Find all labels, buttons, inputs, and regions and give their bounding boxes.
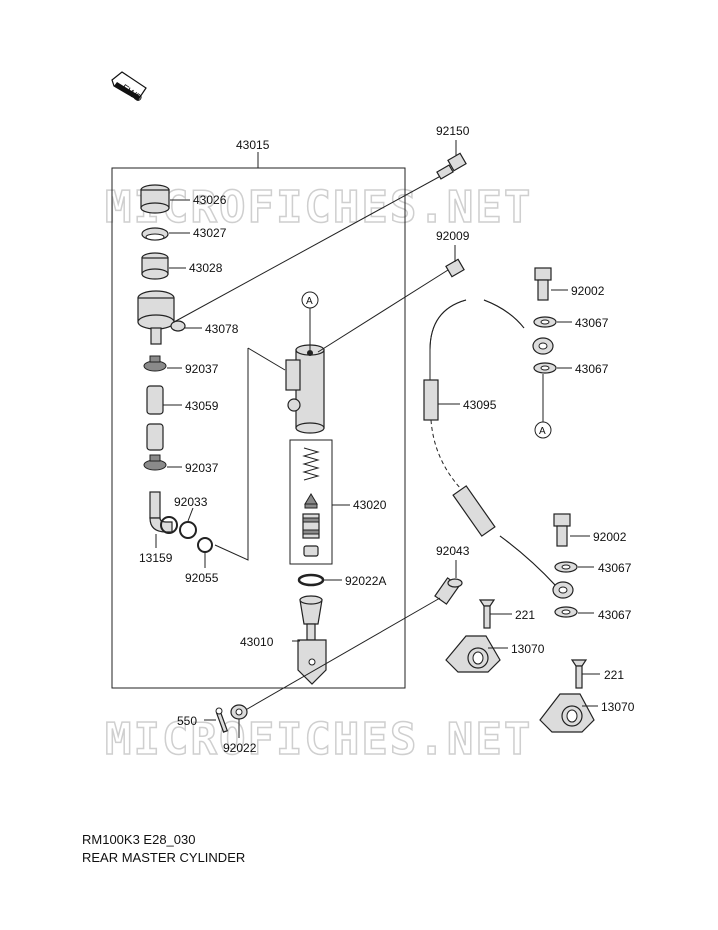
screw-221-bottom	[570, 659, 588, 689]
leader-cylinder-92009	[317, 269, 449, 353]
washer-43067-c	[554, 561, 578, 573]
label-92055: 92055	[185, 571, 219, 585]
label-43028: 43028	[189, 261, 223, 275]
label-43020: 43020	[353, 498, 387, 512]
banjo-top	[532, 337, 554, 355]
label-550: 550	[177, 714, 197, 728]
label-92022A: 92022A	[345, 574, 386, 588]
label-92150: 92150	[436, 124, 470, 138]
label-13159: 13159	[139, 551, 173, 565]
callout-a-hose-label: A	[539, 426, 546, 437]
label-13070-top: 13070	[511, 642, 545, 656]
callout-a-cylinder-label: A	[306, 296, 313, 307]
label-43059: 43059	[185, 399, 219, 413]
piston-seal	[303, 545, 319, 557]
washer-92022	[230, 704, 248, 720]
label-92043: 92043	[436, 544, 470, 558]
piston-kit-box-43020	[289, 439, 333, 565]
label-221-top: 221	[515, 608, 535, 622]
fwd-arrow-icon: FWD	[111, 71, 147, 105]
label-92037-bottom: 92037	[185, 461, 219, 475]
label-43067-a: 43067	[575, 316, 609, 330]
diaphragm-43028	[141, 252, 169, 280]
o-ring-92033	[160, 516, 178, 534]
callout-a-hose	[534, 421, 552, 439]
label-43078: 43078	[205, 322, 239, 336]
label-43067-b: 43067	[575, 362, 609, 376]
piston	[302, 513, 320, 539]
banjo-bottom	[552, 581, 574, 599]
piston-spring	[302, 447, 320, 481]
label-92009: 92009	[436, 229, 470, 243]
circlip-92022a	[297, 573, 325, 587]
bracket-13070-top	[445, 635, 501, 673]
assembly-bracket-43015	[111, 167, 406, 689]
circlip-92055	[197, 537, 213, 553]
master-cylinder-body	[285, 344, 325, 434]
banjo-bolt-92002-bottom	[553, 513, 571, 547]
pin-92043	[434, 577, 463, 605]
label-43067-d: 43067	[598, 608, 632, 622]
label-92033: 92033	[174, 495, 208, 509]
watermark-top: MICROFICHES.NET	[105, 182, 532, 233]
bolt-92150	[436, 152, 467, 180]
label-43015: 43015	[236, 138, 270, 152]
label-43067-c: 43067	[598, 561, 632, 575]
diagram-code: RM100K3 E28_030	[82, 832, 196, 847]
bracket-13070-bottom	[539, 693, 595, 733]
brake-hose-43095	[423, 299, 557, 587]
leader-43078-92150	[173, 171, 449, 323]
hose-43059	[146, 385, 164, 451]
label-13070-bottom: 13070	[601, 700, 635, 714]
clamp-92037-top	[143, 355, 167, 372]
reservoir-43078	[137, 290, 186, 345]
leader-box-cylinder	[247, 347, 286, 371]
piston-cup	[304, 493, 318, 509]
washer-43067-d	[554, 606, 578, 618]
watermark-bottom: MICROFICHES.NET	[105, 714, 532, 765]
clamp-92037-bottom	[143, 454, 167, 471]
label-43010: 43010	[240, 635, 274, 649]
label-43026: 43026	[193, 193, 227, 207]
label-92022: 92022	[223, 741, 257, 755]
banjo-bolt-92002-top	[534, 267, 552, 301]
label-43095: 43095	[463, 398, 497, 412]
label-92002-bottom: 92002	[593, 530, 627, 544]
bolt-92009	[445, 258, 465, 278]
label-92002-top: 92002	[571, 284, 605, 298]
push-rod-43010	[297, 595, 327, 685]
leader-pin-92022	[241, 597, 441, 713]
label-43027: 43027	[193, 226, 227, 240]
label-221-bottom: 221	[604, 668, 624, 682]
label-92037-top: 92037	[185, 362, 219, 376]
washer-43067-a	[533, 316, 557, 328]
cotter-pin-550	[215, 707, 229, 733]
washer-43067-b	[533, 362, 557, 374]
screw-221-top	[478, 599, 496, 629]
o-ring-92033b	[179, 521, 197, 539]
reservoir-cap-43026	[140, 184, 170, 214]
leader-box-hose	[214, 348, 249, 561]
diaphragm-plate-43027	[141, 227, 169, 241]
diagram-title: REAR MASTER CYLINDER	[82, 850, 246, 865]
